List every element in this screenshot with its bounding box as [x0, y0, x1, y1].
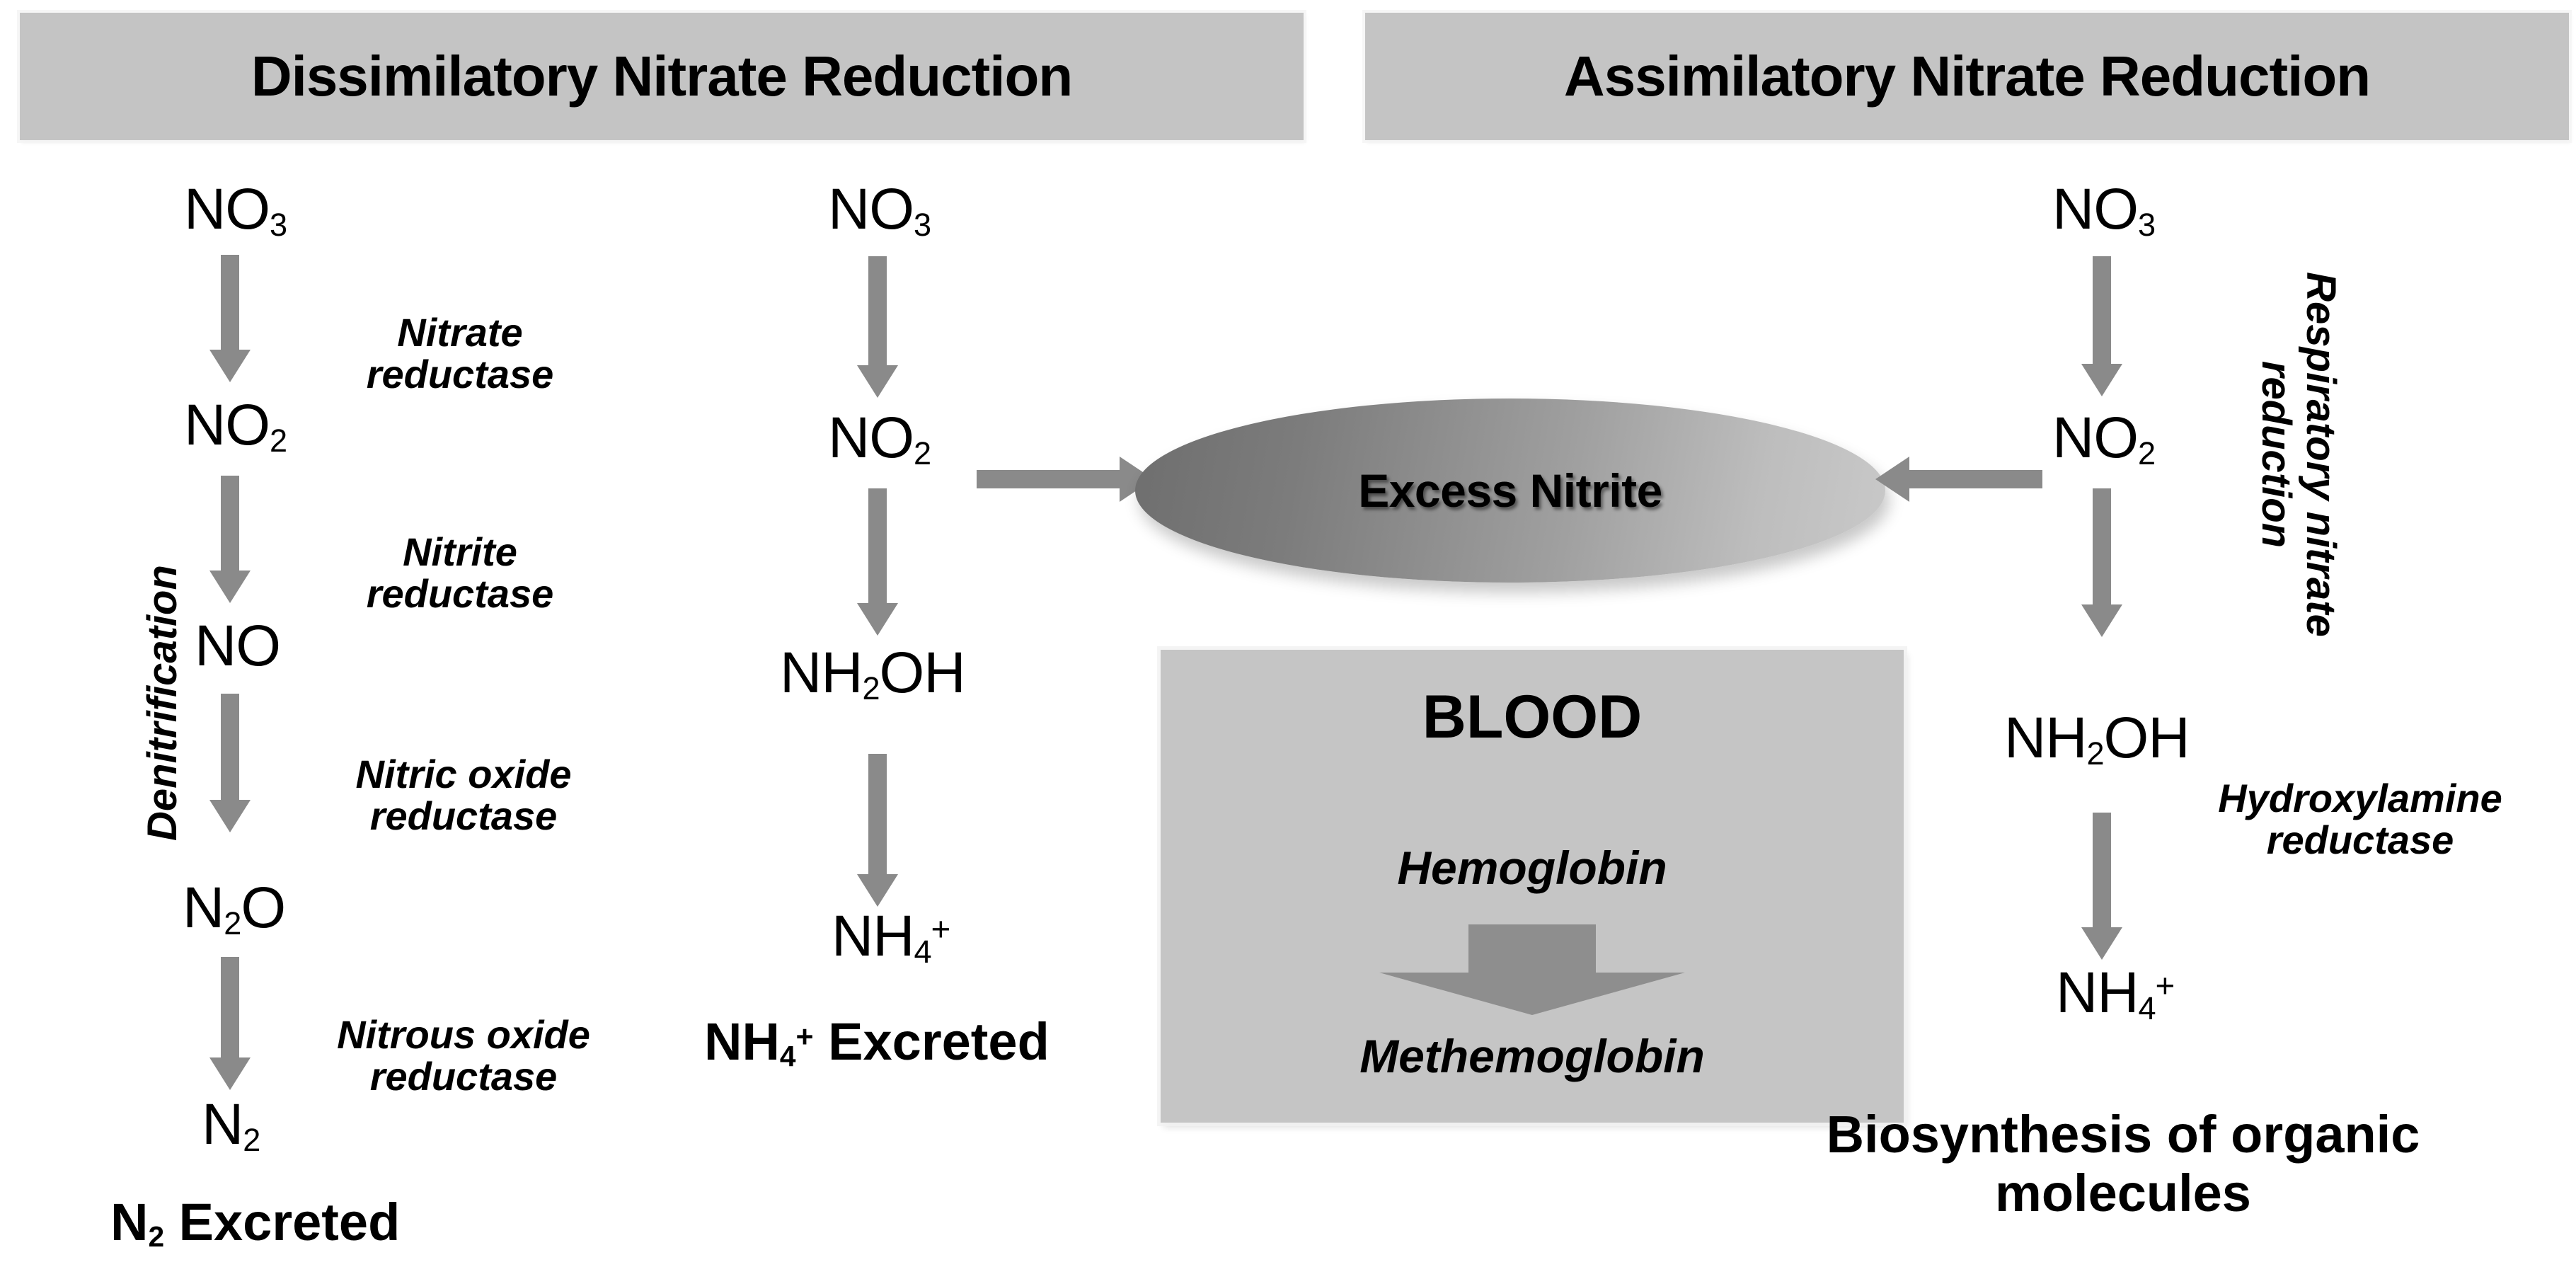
blood-title: BLOOD [1422, 683, 1643, 751]
species-no3-assimilatory: NO3 [2052, 177, 2156, 243]
arrow-nh2oh-to-nh4-middle [853, 754, 902, 907]
species-nh2oh-middle: NH2OH [780, 641, 966, 706]
enzyme-nitric-oxide-reductase: Nitric oxide reductase [355, 752, 572, 839]
arrow-no-to-n2o-denitrification [205, 694, 255, 832]
arrow-no2-assimilatory-to-excess-nitrite [1875, 457, 2042, 502]
outcome-nh4-excreted: NH4+ Excreted [704, 1012, 1050, 1072]
species-nh2oh-assimilatory: NH2OH [2004, 706, 2190, 772]
species-no2-denitrification: NO2 [184, 393, 287, 459]
enzyme-nitrate-reductase: Nitrate reductase [366, 310, 554, 397]
enzyme-nitrous-oxide-reductase: Nitrous oxide reductase [337, 1012, 590, 1099]
outcome-n2-excreted: N2 Excreted [110, 1193, 401, 1253]
blood-panel: BLOOD Hemoglobin Methemoglobin [1161, 650, 1904, 1123]
species-no2-assimilatory: NO2 [2052, 406, 2156, 471]
excess-nitrite-label: Excess Nitrite [1358, 464, 1662, 517]
header-assimilatory: Assimilatory Nitrate Reduction [1365, 13, 2569, 140]
outcome-n2-excreted-word: Excreted [178, 1193, 401, 1251]
species-nh4-assimilatory: NH4+ [2056, 961, 2175, 1026]
header-dissimilatory: Dissimilatory Nitrate Reduction [20, 13, 1304, 140]
arrow-no2-to-nh2oh-assimilatory [2077, 488, 2127, 637]
arrow-no2-to-excess-nitrite [977, 457, 1154, 502]
arrow-no3-to-no2-denitrification [205, 255, 255, 382]
species-n2-denitrification: N2 [202, 1092, 260, 1158]
bracket-label-denitrification: Denitrification [139, 565, 185, 841]
species-nh4-middle: NH4+ [832, 904, 950, 970]
conversion-arrow-icon [1379, 924, 1685, 1015]
species-no3-middle: NO3 [828, 177, 931, 243]
enzyme-nitrite-reductase: Nitrite reductase [366, 529, 554, 617]
outcome-biosynthesis: Biosynthesis of organic molecules [1826, 1105, 2420, 1222]
arrow-no3-to-no2-assimilatory [2077, 256, 2127, 396]
enzyme-hydroxylamine-reductase: Hydroxylamine reductase [2218, 776, 2502, 863]
arrow-n2o-to-n2-denitrification [205, 957, 255, 1090]
arrow-no3-to-no2-middle [853, 256, 902, 398]
species-no-denitrification: NO [195, 614, 281, 678]
species-n2o-denitrification: N2O [183, 876, 286, 941]
excess-nitrite-node: Excess Nitrite [1135, 399, 1885, 583]
arrow-no2-to-nh2oh-middle [853, 488, 902, 636]
arrow-nh2oh-to-nh4-assimilatory [2077, 813, 2127, 960]
arrow-no2-to-no-denitrification [205, 476, 255, 603]
hemoglobin-label: Hemoglobin [1397, 842, 1667, 894]
outcome-nh4-excreted-word: Excreted [828, 1012, 1050, 1071]
methemoglobin-label: Methemoglobin [1359, 1030, 1705, 1082]
species-no3-denitrification: NO3 [184, 177, 287, 243]
bracket-label-respiratory-nitrate-reduction: Respiratory nitrate reduction [2253, 272, 2344, 637]
species-no2-middle: NO2 [828, 406, 931, 471]
